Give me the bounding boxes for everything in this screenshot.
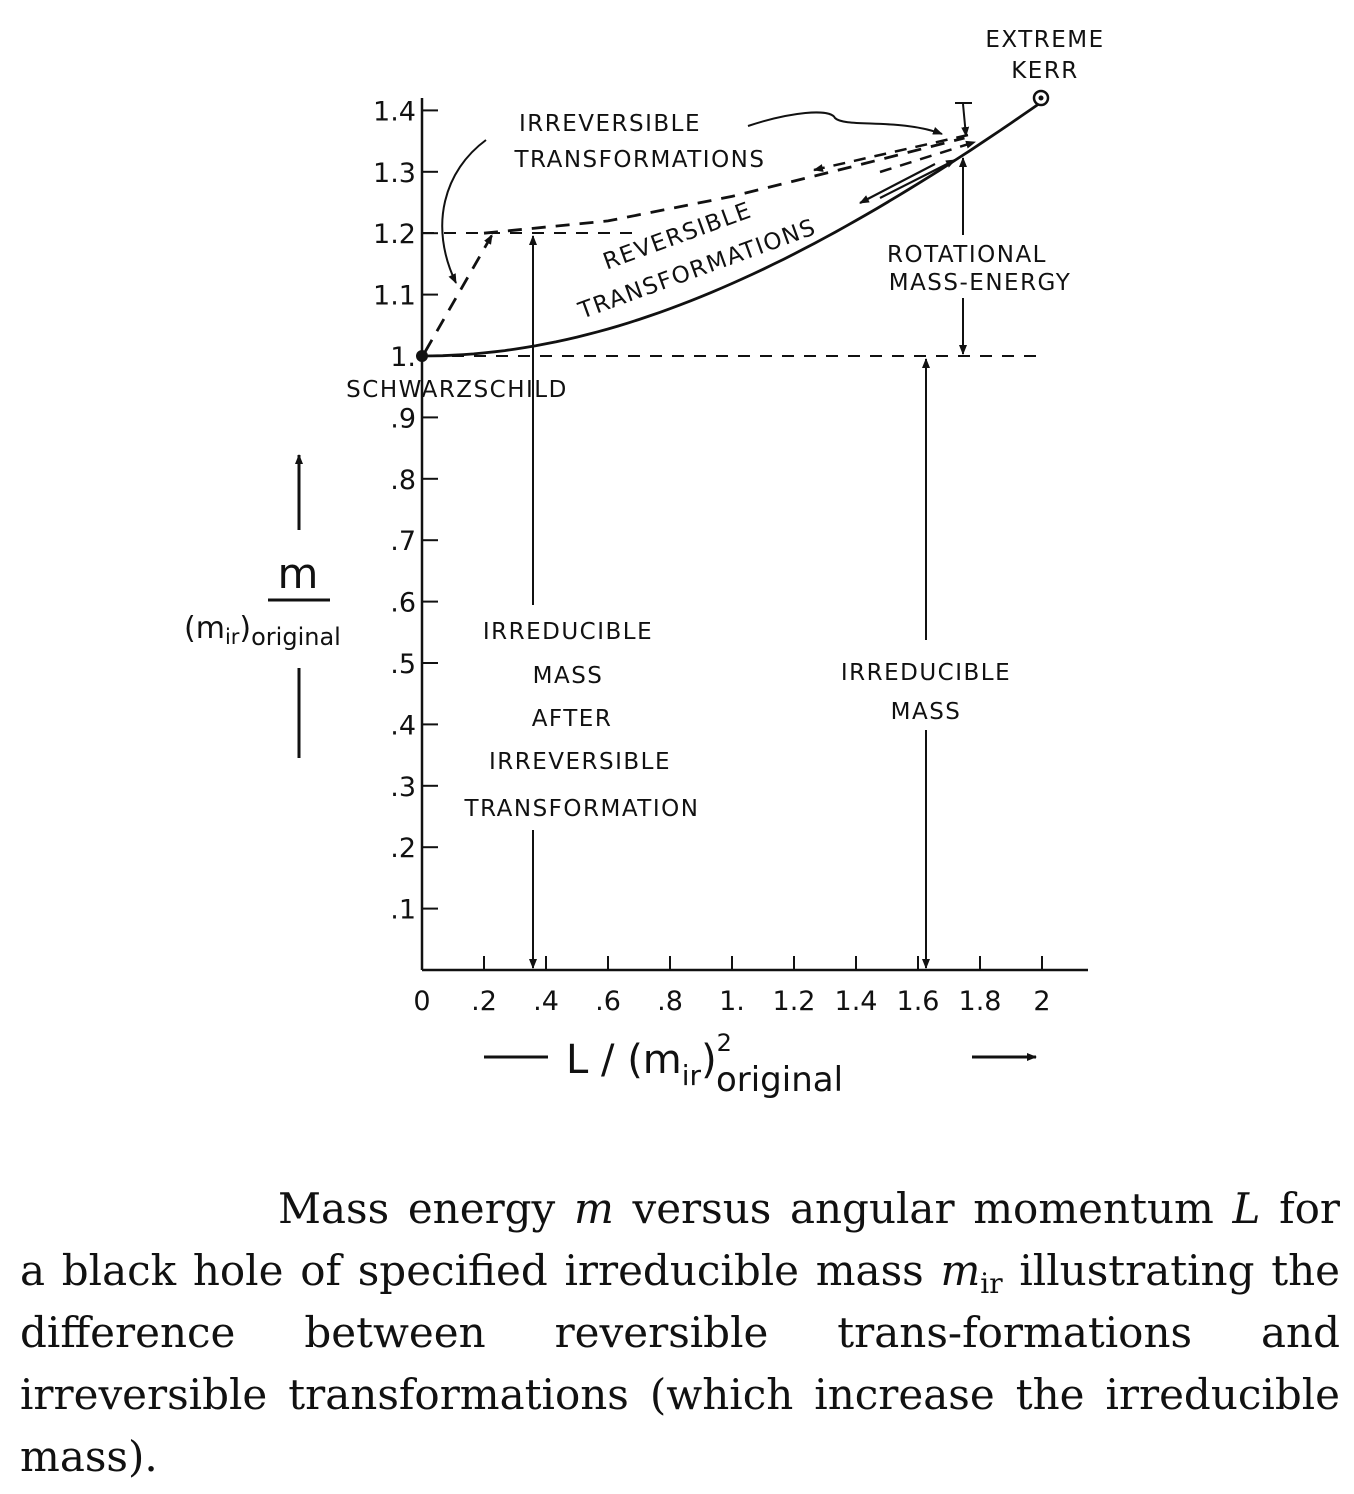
reversible-arrow-down — [859, 163, 936, 204]
y-tick-label: 1.2 — [373, 219, 416, 250]
rotational-label-1: ROTATIONAL — [887, 242, 1047, 268]
extreme-kerr-label-1: EXTREME — [985, 27, 1104, 53]
y-tick-label: .7 — [390, 526, 416, 557]
rotational-label-2: MASS-ENERGY — [889, 270, 1072, 296]
y-tick-label: .9 — [390, 403, 416, 434]
y-tick-label: 1.3 — [373, 158, 416, 189]
irreducible-after-label-1: IRREDUCIBLE — [483, 619, 653, 645]
x-tick-label: .2 — [471, 986, 497, 1017]
irreducible-label-2: MASS — [891, 699, 962, 725]
irreversible-label-1: IRREVERSIBLE — [519, 111, 701, 137]
x-tick-label: 2 — [1033, 986, 1050, 1017]
extreme-kerr-label-2: KERR — [1011, 58, 1079, 84]
x-tick-label: 1.8 — [959, 986, 1002, 1017]
y-tick-label: .5 — [390, 649, 416, 680]
schwarzschild-point — [416, 350, 428, 362]
schwarzschild-label: SCHWARZSCHILD — [346, 377, 568, 403]
figure-caption: Mass energy m versus angular momentum L … — [20, 1184, 1340, 1481]
y-tick-label: 1.4 — [373, 96, 416, 127]
x-tick-label: 0 — [413, 986, 430, 1017]
irreducible-after-label-3: AFTER — [532, 706, 613, 732]
irreversible-arrow-left — [813, 133, 969, 172]
y-label-numerator: m — [278, 549, 319, 598]
y-tick-label: .6 — [390, 588, 416, 619]
irreducible-after-label-5: TRANSFORMATION — [464, 796, 700, 822]
x-tick-label: 1.6 — [897, 986, 940, 1017]
irreversible-label-2: TRANSFORMATIONS — [514, 147, 766, 173]
reversible-arrow-up — [879, 159, 956, 199]
irreversible-arrow-right — [879, 140, 976, 174]
y-tick-label: 1. — [390, 342, 416, 373]
x-tick-label: 1.4 — [835, 986, 878, 1017]
y-tick-label: 1.1 — [373, 281, 416, 312]
irreversible-leader-left — [441, 139, 487, 284]
irreversible-curve — [483, 136, 965, 235]
irreversible-start-arrow — [423, 234, 494, 353]
irreducible-label-1: IRREDUCIBLE — [841, 660, 1011, 686]
x-tick-marks — [421, 956, 1043, 970]
x-tick-label: 1.2 — [773, 986, 816, 1017]
x-tick-label: 1. — [719, 986, 745, 1017]
x-tick-label: .6 — [595, 986, 621, 1017]
extreme-kerr-point-center — [1038, 95, 1044, 101]
y-tick-labels: .1 .2 .3 .4 .5 .6 .7 .8 .9 1. 1.1 1.2 1.3 1.4 — [373, 96, 416, 925]
irreducible-after-label-4: IRREVERSIBLE — [489, 749, 671, 775]
irreversible-leader-right — [747, 111, 943, 135]
x-tick-label: .8 — [657, 986, 683, 1017]
x-tick-label: .4 — [533, 986, 559, 1017]
x-tick-labels: 0 .2 .4 .6 .8 1. 1.2 1.4 1.6 1.8 2 — [413, 986, 1050, 1017]
mass-energy-chart: .1.2.3.4.5.6.7.8.91.1.11.21.31.4 0.2.4.6… — [184, 27, 1104, 1100]
y-tick-label: .2 — [390, 833, 416, 864]
irreversible-small-arrow — [961, 103, 970, 137]
y-label-denominator: (mir)original — [184, 611, 341, 651]
y-tick-label: .8 — [390, 465, 416, 496]
y-tick-label: .4 — [390, 710, 416, 741]
y-tick-marks — [422, 109, 438, 910]
y-tick-label: .3 — [390, 772, 416, 803]
y-tick-label: .1 — [390, 895, 416, 926]
irreducible-after-label-2: MASS — [533, 663, 604, 689]
reversible-curve — [421, 100, 1043, 358]
